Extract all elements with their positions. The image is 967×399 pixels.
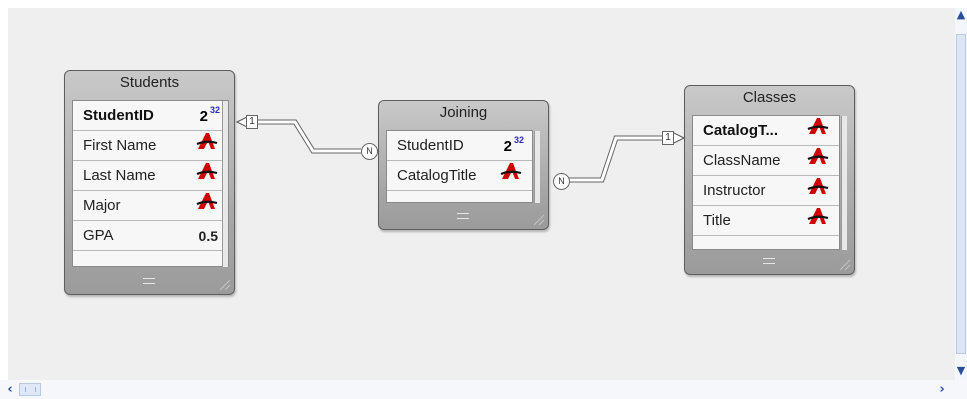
- field-name: Major: [83, 197, 121, 214]
- relation-many-marker: N: [361, 143, 378, 160]
- field-name: StudentID: [397, 137, 464, 154]
- grip-handle[interactable]: [143, 278, 155, 284]
- field-name: Last Name: [83, 167, 156, 184]
- table-classes[interactable]: Classes CatalogT... ClassName Instructor…: [684, 85, 855, 275]
- resize-handle[interactable]: [839, 259, 851, 271]
- scroll-left-icon[interactable]: ‹: [7, 382, 13, 397]
- scroll-down-icon[interactable]: ▼: [956, 364, 966, 377]
- field-row[interactable]: Major: [73, 191, 228, 221]
- text-type-icon: [196, 191, 218, 220]
- relationship-lines: [235, 116, 686, 183]
- text-type-icon: [196, 161, 218, 190]
- vertical-scroll-thumb[interactable]: [956, 34, 966, 354]
- table-title: Students: [119, 74, 180, 91]
- field-row[interactable]: Instructor: [693, 176, 839, 206]
- field-row[interactable]: GPA 0.5: [73, 221, 228, 251]
- resize-handle[interactable]: [219, 279, 231, 291]
- text-type-icon: [807, 116, 829, 145]
- field-row[interactable]: CatalogTitle: [387, 161, 532, 191]
- field-name: Title: [703, 212, 731, 229]
- field-list: CatalogT... ClassName Instructor Title: [692, 115, 840, 250]
- field-row[interactable]: ClassName: [693, 146, 839, 176]
- field-row[interactable]: First Name: [73, 131, 228, 161]
- field-list-scrollbar[interactable]: [222, 101, 228, 267]
- text-type-icon: [500, 161, 522, 190]
- grip-handle[interactable]: [457, 213, 469, 219]
- text-type-icon: [807, 176, 829, 205]
- relation-one-marker: 1: [662, 131, 674, 145]
- field-list-scrollbar[interactable]: [534, 131, 540, 203]
- scroll-up-icon[interactable]: ▲: [956, 8, 966, 21]
- horizontal-scrollbar[interactable]: [0, 380, 955, 399]
- field-name: Instructor: [703, 182, 766, 199]
- scroll-right-icon[interactable]: ›: [939, 382, 945, 397]
- text-type-icon: [807, 206, 829, 235]
- field-list-scrollbar[interactable]: [841, 116, 847, 250]
- field-row[interactable]: CatalogT...: [693, 116, 839, 146]
- relation-many-marker: N: [553, 173, 570, 190]
- scrollbar-corner: [955, 380, 967, 399]
- field-name: First Name: [83, 137, 157, 154]
- grip-handle[interactable]: [763, 258, 775, 264]
- field-name: CatalogTitle: [397, 167, 477, 184]
- field-name: ClassName: [703, 152, 781, 169]
- horizontal-scroll-thumb[interactable]: [19, 383, 41, 396]
- decimal-icon: 0.5: [198, 228, 218, 244]
- text-type-icon: [807, 146, 829, 175]
- relation-one-marker: 1: [246, 115, 258, 129]
- table-title: Classes: [742, 89, 797, 106]
- field-name: CatalogT...: [703, 122, 779, 139]
- table-title: Joining: [439, 104, 488, 121]
- resize-handle[interactable]: [533, 214, 545, 226]
- vertical-scrollbar[interactable]: ▲ ▼: [955, 8, 967, 380]
- field-row[interactable]: Title: [693, 206, 839, 236]
- field-name: GPA: [83, 227, 114, 244]
- field-row[interactable]: Last Name: [73, 161, 228, 191]
- field-name: StudentID: [83, 107, 154, 124]
- text-type-icon: [196, 131, 218, 160]
